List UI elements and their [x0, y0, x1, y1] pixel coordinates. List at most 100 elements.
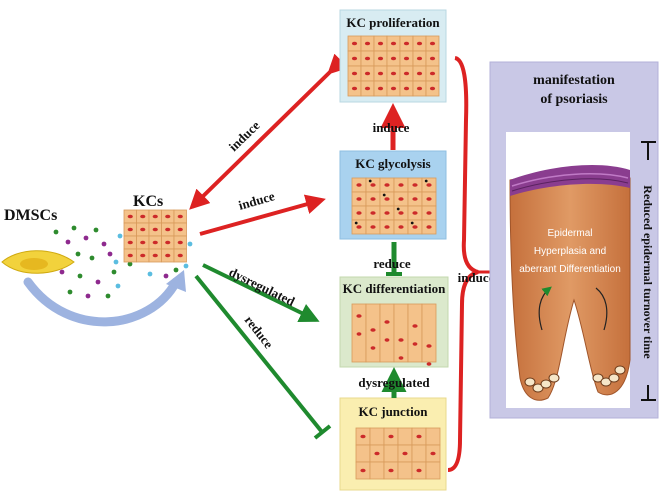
cell-nucleus [377, 41, 384, 46]
cell-nucleus [152, 214, 158, 219]
cell-nucleus [384, 183, 390, 187]
vesicle-dot [173, 267, 179, 273]
vesicle-dot [85, 293, 91, 299]
epidermis-illustration: Epidermal Hyperplasia and aberrant Diffe… [509, 165, 631, 401]
cell-nucleus [384, 225, 390, 229]
vesicle-dot [163, 273, 169, 279]
cell-nucleus [140, 214, 146, 219]
cell-nucleus [165, 214, 171, 219]
cell-nucleus [127, 214, 133, 219]
inner-text-line1: Epidermal [547, 228, 592, 239]
cell-nucleus [374, 451, 380, 456]
cell [383, 444, 399, 463]
vesicle-dot [67, 289, 73, 295]
kcs-label: KCs [133, 193, 163, 210]
cell-nucleus [403, 41, 410, 46]
basal-cells-right [592, 365, 626, 387]
box-kc-proliferation: KC proliferation [339, 9, 447, 103]
cell-nucleus [356, 197, 362, 201]
arrow-induce-label-1: induce [226, 118, 263, 155]
vesicle-dot [105, 293, 111, 299]
secretion-curved-arrow [23, 270, 186, 327]
cell-nucleus [356, 211, 362, 215]
cell-nucleus [165, 227, 171, 232]
cell-nucleus [152, 227, 158, 232]
vesicle-dot [75, 251, 81, 257]
box-glycolysis-title: KC glycolysis [355, 156, 430, 171]
basal-cells-left [524, 373, 560, 393]
cell-nucleus [388, 434, 394, 439]
cell-nucleus [390, 56, 397, 61]
cell-nucleus [177, 214, 183, 219]
cell-nucleus [398, 211, 404, 215]
mid-induce-label: induce [373, 120, 410, 135]
inner-text-line2: Hyperplasia and [534, 246, 606, 257]
box-junction-title: KC junction [359, 404, 429, 419]
cell [379, 303, 395, 363]
cell-nucleus [426, 225, 432, 229]
cell-nucleus [370, 197, 376, 201]
brace-induce-label: induce [458, 270, 495, 285]
cell-nucleus [416, 41, 423, 46]
junction-cells [355, 427, 441, 480]
side-label: Reduced epidermal turnover time [641, 185, 655, 359]
cell-nucleus [416, 434, 422, 439]
cell-nucleus [403, 56, 410, 61]
arrow-reduce-to-junction [194, 274, 324, 434]
cell-nucleus [377, 86, 384, 91]
metabolite-dot [410, 221, 414, 225]
arrow-reduce-label: reduce [242, 313, 277, 352]
vesicle-dot [111, 269, 117, 275]
cell-nucleus [388, 468, 394, 473]
cell-nucleus [426, 362, 432, 366]
cell [397, 461, 413, 480]
cell-nucleus [370, 211, 376, 215]
cell-nucleus [430, 451, 436, 456]
panel-title-line1: manifestation [533, 73, 615, 88]
vesicle-dot [101, 241, 107, 247]
cell-nucleus [351, 56, 358, 61]
cell-nucleus [416, 86, 423, 91]
cell-nucleus [377, 56, 384, 61]
cell [369, 427, 385, 446]
cell [407, 303, 423, 363]
cell-nucleus [390, 71, 397, 76]
vesicle-dot [93, 227, 99, 233]
cell-nucleus [370, 346, 376, 350]
psoriasis-panel: manifestation of psoriasis Epidermal [489, 61, 659, 419]
cell-nucleus [412, 225, 418, 229]
glycolysis-cells [351, 177, 437, 235]
cell-nucleus [426, 197, 432, 201]
cell-nucleus [364, 56, 371, 61]
differentiation-cells [351, 303, 437, 366]
vesicle-dot [77, 273, 83, 279]
vesicle-dot [89, 255, 95, 261]
cell-nucleus [384, 338, 390, 342]
cell [411, 444, 427, 463]
cell-nucleus [177, 253, 183, 258]
cell-nucleus [140, 227, 146, 232]
vesicle-dot [65, 239, 71, 245]
cell-nucleus [140, 240, 146, 245]
cell [421, 303, 437, 363]
cell-nucleus [152, 240, 158, 245]
cell [365, 303, 381, 363]
cell-nucleus [370, 328, 376, 332]
cell-nucleus [360, 468, 366, 473]
panel-title-line2: of psoriasis [540, 92, 608, 107]
cell-nucleus [426, 344, 432, 348]
arrow-induce-label-2: induce [237, 188, 277, 213]
arrow-dysregulated-label: dysregulated [227, 264, 298, 309]
cell-nucleus [356, 314, 362, 318]
vesicle-dot [83, 235, 89, 241]
mid-dysregulated-label: dysregulated [358, 375, 430, 390]
vesicle-dot [117, 233, 123, 239]
cell-nucleus [127, 253, 133, 258]
cell [397, 427, 413, 446]
cell-nucleus [412, 197, 418, 201]
cell-nucleus [416, 468, 422, 473]
inhibit-bar-junction [313, 424, 332, 440]
cell-nucleus [364, 41, 371, 46]
vesicle-dot [113, 259, 119, 265]
